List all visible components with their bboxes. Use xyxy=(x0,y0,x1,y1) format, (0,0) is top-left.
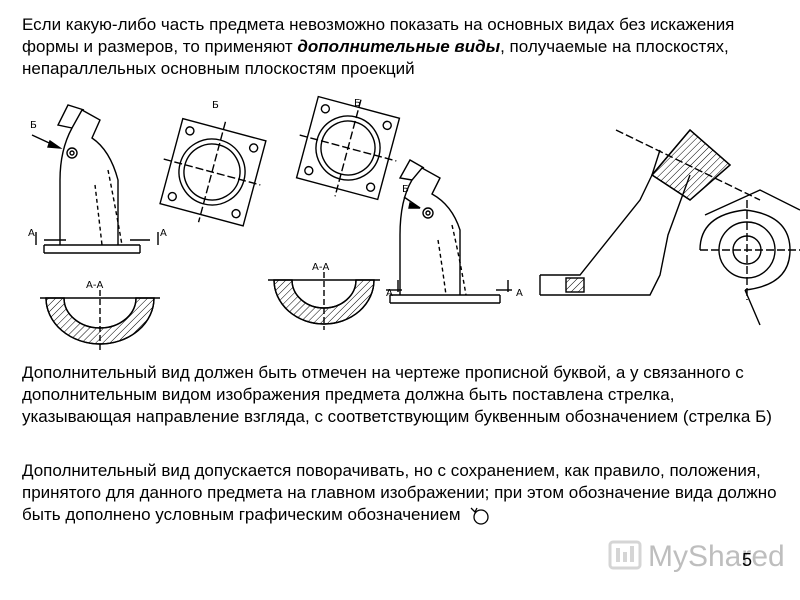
label-section-a-right-2: А xyxy=(516,288,523,299)
label-view-b-arrow-2: Б xyxy=(402,184,409,195)
view-b-1 xyxy=(159,117,267,227)
rotation-symbol-icon xyxy=(470,507,489,525)
bracket-additional-view xyxy=(699,189,800,326)
drawing-bracket xyxy=(539,129,761,296)
drawing-elbow-front-2 xyxy=(386,159,512,304)
intro-emphasis: дополнительные виды xyxy=(297,37,501,56)
label-section-aa-2: А-А xyxy=(312,262,329,273)
watermark-text: MyShared xyxy=(648,540,785,573)
label-section-a-right-1: А xyxy=(160,228,167,239)
label-view-b-1: Б xyxy=(212,100,219,111)
label-section-a-left-1: А xyxy=(28,228,35,239)
page-number: 5 xyxy=(742,550,753,570)
watermark-logo-icon xyxy=(608,540,642,570)
paragraph-view-rotation: Дополнительный вид допускается поворачив… xyxy=(22,460,782,526)
intro-text-after: , получаемые на плоскостях, непараллельн… xyxy=(22,37,729,78)
label-section-aa-1: А-А xyxy=(86,280,103,291)
paragraph-view-marking: Дополнительный вид должен быть отмечен н… xyxy=(22,363,772,426)
view-b-2 xyxy=(295,95,401,201)
label-view-b-2: Б xyxy=(354,98,361,109)
intro-paragraph: Если какую-либо часть предмета невозможн… xyxy=(22,14,782,80)
label-section-a-left-2: А xyxy=(386,288,393,299)
intro-text-before: Если какую-либо часть предмета невозможн… xyxy=(22,15,735,56)
label-view-b-arrow-1: Б xyxy=(30,120,37,131)
section-aa-1 xyxy=(40,290,160,350)
section-aa-2 xyxy=(268,272,380,330)
drawing-elbow-front-1 xyxy=(31,104,159,254)
technical-drawings: Б А А А-А Б xyxy=(28,95,800,350)
paragraph-view-rotation-text: Дополнительный вид допускается поворачив… xyxy=(22,461,777,524)
